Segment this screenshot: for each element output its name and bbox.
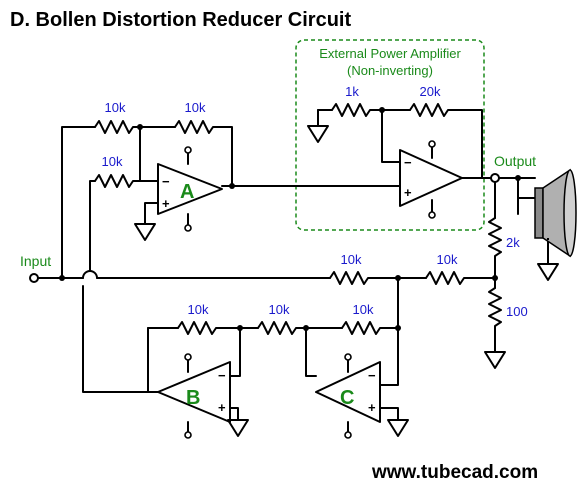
resistor-middle-left: [329, 271, 373, 285]
input-terminal: [29, 273, 39, 283]
label-top-left: 10k: [105, 100, 126, 115]
label-middle-left: 10k: [341, 252, 362, 267]
website-url: www.tubecad.com: [371, 462, 538, 483]
opamp-b-minus: −: [218, 368, 226, 383]
amp-minus: −: [404, 155, 412, 170]
output-terminal: [490, 173, 500, 183]
ground-icon: [387, 419, 409, 437]
label-middle-right: 10k: [437, 252, 458, 267]
resistor-amp-1k: [331, 103, 375, 117]
resistors: [94, 103, 502, 335]
opamp-c-minus: −: [368, 368, 376, 383]
diagram-title: D. Bollen Distortion Reducer Circuit: [10, 9, 351, 31]
input-label: Input: [20, 253, 51, 269]
ground-icon: [537, 263, 559, 281]
label-amp-1k: 1k: [345, 84, 359, 99]
resistor-divider-100: [488, 287, 502, 331]
resistor-middle-right: [425, 271, 469, 285]
amp-box-subtitle: (Non-inverting): [347, 63, 433, 78]
amp-box: [295, 39, 485, 231]
amp-box-title: External Power Amplifier: [319, 46, 461, 61]
ground-symbols: [134, 125, 559, 437]
opamp-b-label: B: [186, 387, 200, 409]
resistor-amp-20k: [409, 103, 455, 117]
label-a-input: 10k: [102, 154, 123, 169]
opamp-a: [157, 163, 223, 215]
resistor-a-input: [94, 174, 137, 188]
label-bc-series: 10k: [269, 302, 290, 317]
ground-icon: [227, 419, 249, 437]
wires: [37, 109, 549, 433]
output-label: Output: [494, 153, 536, 169]
label-amp-20k: 20k: [420, 84, 441, 99]
resistor-top-left: [94, 120, 137, 134]
ground-icon: [134, 223, 156, 241]
speaker-icon: [534, 168, 577, 258]
opamp-c-label: C: [340, 387, 354, 409]
junction-dots: [59, 107, 521, 331]
label-top-right: 10k: [185, 100, 206, 115]
label-b-feedback: 10k: [188, 302, 209, 317]
label-c-feedback: 10k: [353, 302, 374, 317]
resistor-divider-2k: [488, 217, 502, 263]
amp-plus: +: [404, 185, 412, 200]
opamp-a-label: A: [180, 181, 194, 203]
resistor-top-right: [174, 120, 217, 134]
power-amplifier: [399, 149, 463, 207]
opamp-a-plus: +: [162, 196, 170, 211]
power-pins: [184, 140, 436, 439]
opamp-c: [315, 361, 381, 423]
label-divider-2k: 2k: [506, 235, 520, 250]
ground-icon: [484, 351, 506, 369]
resistor-bc-series: [257, 321, 301, 335]
resistor-b-feedback: [177, 321, 221, 335]
label-divider-100: 100: [506, 304, 528, 319]
opamp-b: [157, 361, 231, 423]
resistor-c-feedback: [341, 321, 385, 335]
ground-icon: [307, 125, 329, 143]
opamp-b-plus: +: [218, 400, 226, 415]
opamp-c-plus: +: [368, 400, 376, 415]
opamp-a-minus: −: [162, 174, 170, 189]
